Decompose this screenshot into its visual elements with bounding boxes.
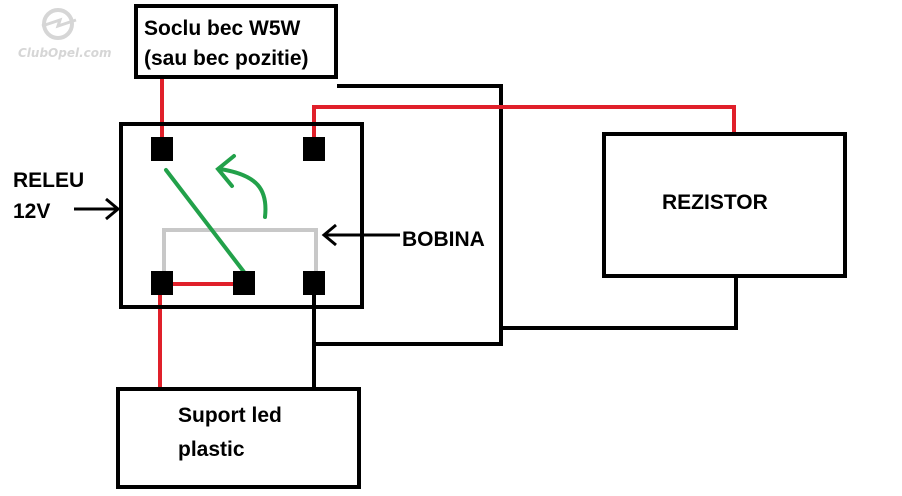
wire-socket-to-resistor-top (314, 84, 503, 346)
resistor-box (602, 132, 847, 278)
watermark: ClubOpel.com (18, 8, 112, 60)
coil-arrow (321, 223, 400, 247)
relay-label-line1: RELEU (13, 169, 84, 192)
led-holder-label-line1: Suport led (178, 404, 282, 427)
wire-resistor-bottom (501, 277, 738, 330)
watermark-text: ClubOpel.com (18, 46, 112, 60)
pin-bottom-right (303, 271, 325, 295)
socket-box (134, 4, 338, 79)
pin-bottom-left (151, 271, 173, 295)
resistor-label: REZISTOR (662, 191, 768, 214)
relay-switch (164, 154, 268, 274)
relay-label-line2: 12V (13, 200, 50, 223)
opel-logo-icon (41, 8, 77, 40)
led-holder-box (116, 387, 361, 489)
switch-direction-arrow (218, 167, 268, 219)
switch-lever (164, 168, 246, 274)
pin-top-right (303, 137, 325, 161)
relay-coil (162, 228, 318, 274)
arrow-head (215, 154, 236, 188)
pin-top-left (151, 137, 173, 161)
relay-arrow (74, 197, 121, 221)
pin-bottom-middle (233, 271, 255, 295)
relay-pins (151, 137, 325, 295)
socket-label-line2: (sau bec pozitie) (144, 47, 309, 70)
black-wires (312, 84, 738, 388)
coil-label: BOBINA (402, 228, 485, 251)
socket-label-line1: Soclu bec W5W (144, 17, 301, 40)
relay-box (119, 122, 364, 309)
led-holder-label-line2: plastic (178, 438, 245, 461)
